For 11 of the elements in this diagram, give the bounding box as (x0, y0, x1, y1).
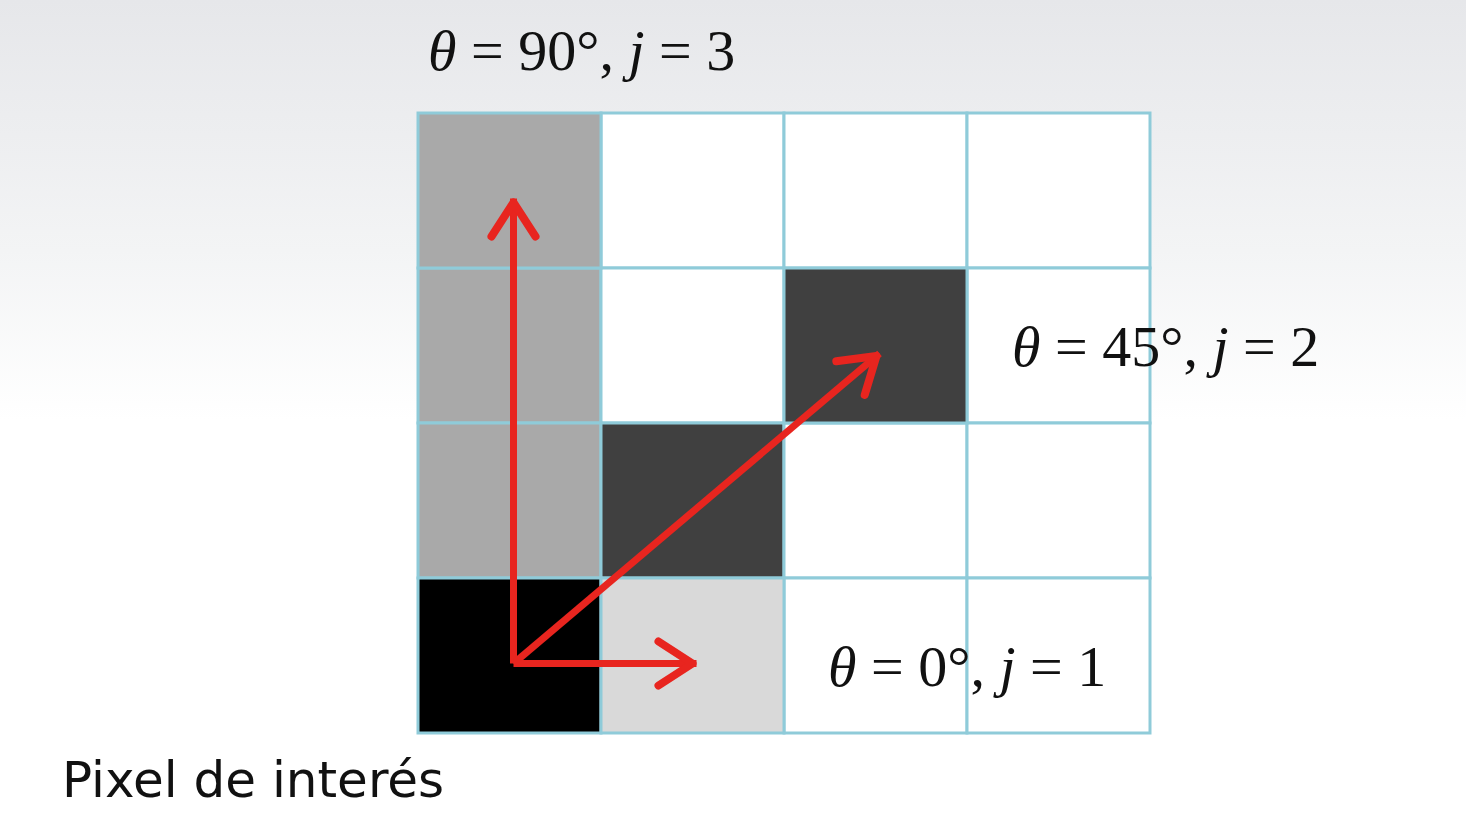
grid-cell (599, 576, 786, 735)
arrow (513, 637, 697, 690)
grid-cell (416, 576, 603, 735)
arrow (511, 350, 882, 667)
angle-label: θ = 0°, j = 1 (828, 638, 1107, 696)
caption-text: Pixel de interés (62, 755, 445, 805)
angle-label: θ = 90°, j = 3 (428, 22, 736, 80)
angle-label: θ = 45°, j = 2 (1012, 318, 1320, 376)
arrow (487, 198, 540, 664)
grid-cell (782, 266, 969, 425)
grid-cell (416, 111, 603, 270)
